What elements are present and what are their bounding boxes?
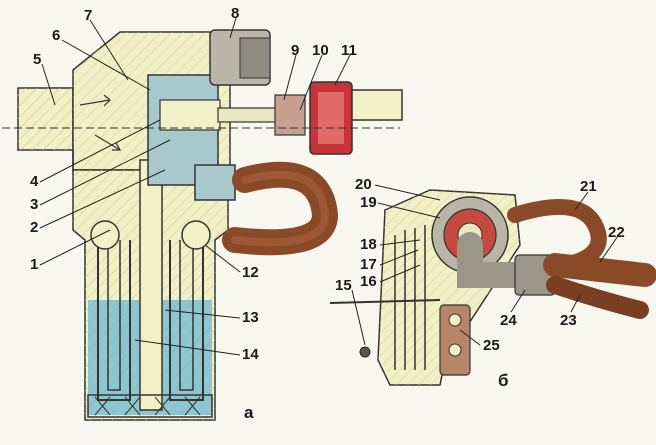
right-elbow bbox=[181, 220, 211, 250]
callout-21: 21 bbox=[580, 178, 597, 195]
callout-23: 23 bbox=[560, 312, 577, 329]
callout-9: 9 bbox=[291, 42, 299, 59]
left-elbow bbox=[90, 220, 120, 250]
callout-labels: 7 6 5 8 9 10 11 4 3 2 1 12 13 14 15 16 1… bbox=[30, 5, 625, 422]
callout-18: 18 bbox=[360, 236, 377, 253]
hose-23 bbox=[546, 276, 649, 319]
view-b-unit bbox=[329, 189, 656, 386]
callout-4: 4 bbox=[30, 173, 39, 190]
leader-lines bbox=[39, 17, 619, 356]
hose-22 bbox=[543, 253, 656, 287]
shaft bbox=[217, 107, 279, 123]
bottom-grid bbox=[87, 394, 213, 418]
callout-8: 8 bbox=[231, 5, 239, 22]
rod bbox=[329, 299, 441, 304]
outlet-pipe bbox=[351, 89, 403, 121]
callout-10: 10 bbox=[312, 42, 329, 59]
callout-12: 12 bbox=[242, 264, 259, 281]
callout-2: 2 bbox=[30, 219, 38, 236]
callout-22: 22 bbox=[608, 224, 625, 241]
callout-19: 19 bbox=[360, 194, 377, 211]
callout-13: 13 bbox=[242, 309, 259, 326]
u-tube-left bbox=[97, 240, 131, 401]
callout-20: 20 bbox=[355, 176, 372, 193]
callout-16: 16 bbox=[360, 273, 377, 290]
callout-6: 6 bbox=[52, 27, 60, 44]
callout-14: 14 bbox=[242, 346, 259, 363]
mount-plate bbox=[439, 304, 471, 376]
callout-3: 3 bbox=[30, 196, 38, 213]
view-a-heater bbox=[2, 29, 403, 421]
central-tube bbox=[139, 159, 163, 411]
callout-5: 5 bbox=[33, 51, 41, 68]
callout-11: 11 bbox=[341, 42, 357, 59]
view-label-b: б bbox=[498, 371, 509, 390]
callout-17: 17 bbox=[360, 256, 377, 273]
callout-24: 24 bbox=[500, 312, 517, 329]
callout-15: 15 bbox=[335, 277, 352, 294]
u-tube-right bbox=[169, 240, 204, 401]
bolt bbox=[359, 346, 371, 358]
callout-25: 25 bbox=[483, 337, 500, 354]
connector-elbow bbox=[457, 232, 543, 288]
callout-7: 7 bbox=[84, 7, 92, 24]
callout-1: 1 bbox=[30, 256, 38, 273]
nut-assembly bbox=[274, 94, 306, 136]
view-label-a: а bbox=[244, 403, 254, 422]
